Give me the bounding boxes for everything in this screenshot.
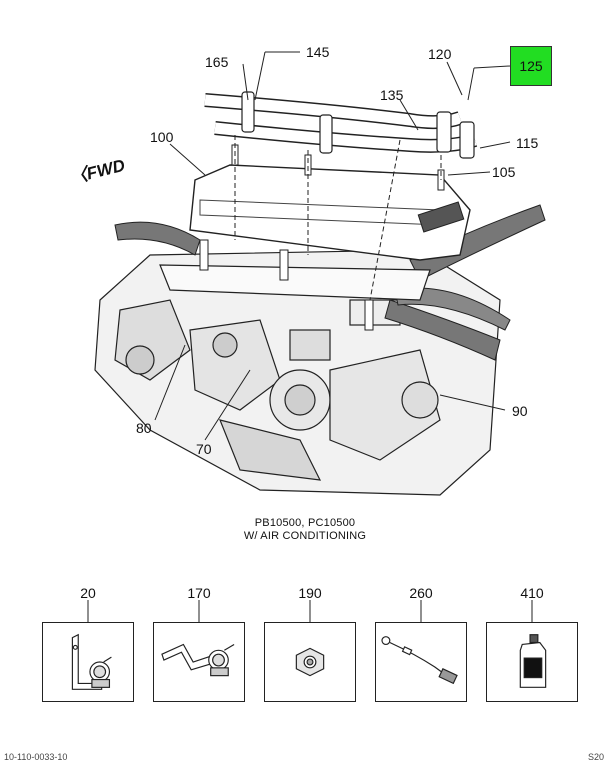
caption-option-line: W/ AIR CONDITIONING (243, 530, 367, 542)
callout-80[interactable]: 80 (136, 420, 152, 436)
ground-cable-icon (381, 636, 458, 685)
part-box-190[interactable] (264, 622, 356, 702)
bracket-clamp-icon (71, 633, 112, 690)
part-box-20[interactable] (42, 622, 134, 702)
part-number-190[interactable]: 190 (298, 585, 322, 601)
callout-100[interactable]: 100 (150, 129, 174, 145)
fluid-bottle-icon (519, 634, 547, 688)
callout-90[interactable]: 90 (512, 403, 528, 419)
footer-document-code: 10-110-0033-10 (4, 752, 68, 762)
part-number-20[interactable]: 20 (80, 585, 96, 601)
bent-bracket-clamp-icon (161, 643, 235, 677)
part-leader-lines (87, 600, 533, 622)
part-number-170[interactable]: 170 (187, 585, 211, 601)
part-box-410[interactable] (486, 622, 578, 702)
callout-105[interactable]: 105 (492, 164, 516, 180)
callout-125-label: 125 (519, 58, 543, 74)
callout-125-highlighted[interactable]: 125 (510, 46, 552, 86)
callout-120[interactable]: 120 (428, 46, 452, 62)
callout-135[interactable]: 135 (380, 87, 404, 103)
part-box-260[interactable] (375, 622, 467, 702)
part-box-170[interactable] (153, 622, 245, 702)
part-number-260[interactable]: 260 (409, 585, 433, 601)
callout-165[interactable]: 165 (205, 54, 229, 70)
engine-assembly-illustration (94, 51, 546, 496)
callout-70[interactable]: 70 (196, 441, 212, 457)
caption-model-line: PB10500, PC10500 (254, 517, 356, 529)
callout-115[interactable]: 115 (516, 135, 539, 151)
footer-section-code: S20 (587, 752, 604, 762)
part-number-410[interactable]: 410 (520, 585, 544, 601)
hex-nut-icon (295, 647, 325, 677)
callout-145[interactable]: 145 (306, 44, 330, 60)
